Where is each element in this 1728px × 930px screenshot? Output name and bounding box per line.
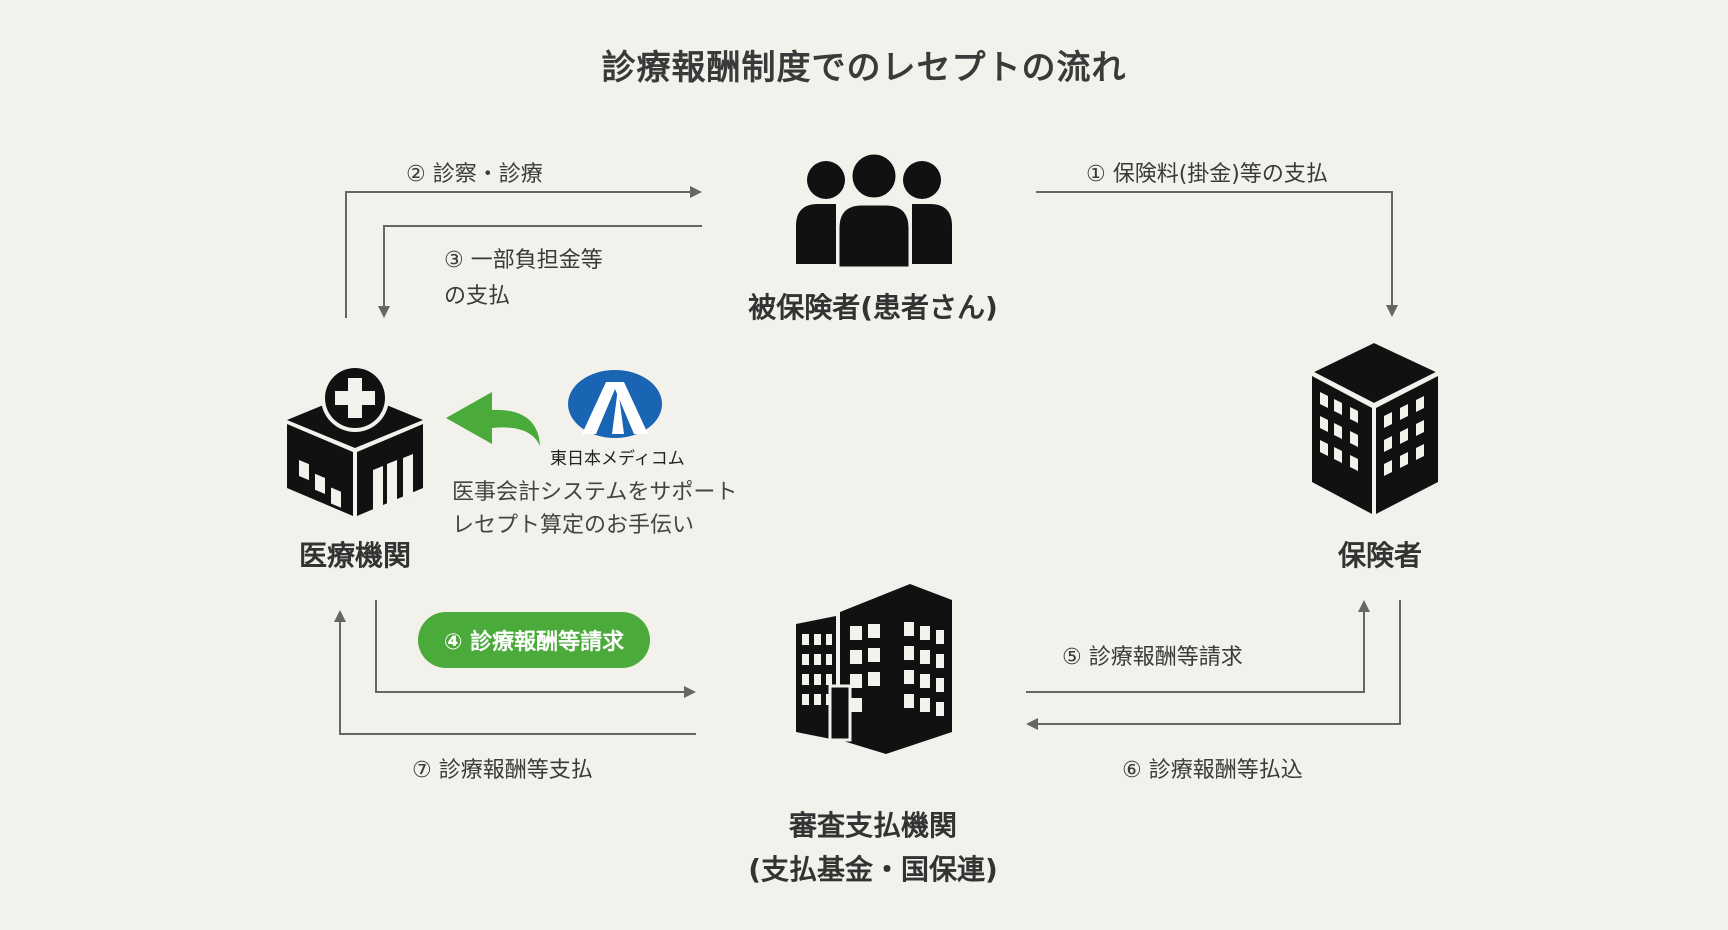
- curved-arrow-icon: [446, 392, 540, 446]
- flow-7-line: [334, 610, 696, 735]
- page-title: 診療報酬制度でのレセプトの流れ: [601, 48, 1127, 88]
- flow-5-label: ⑤ 診療報酬等請求: [1062, 645, 1243, 670]
- flow-4-badge: ④ 診療報酬等請求: [418, 612, 650, 668]
- flow-3-line: [378, 225, 702, 318]
- support-text-line1: 医事会計システムをサポート: [452, 480, 738, 505]
- people-group-icon: [796, 152, 952, 268]
- flow-3-label-line2: の支払: [444, 284, 511, 309]
- flow-2-line: [345, 186, 702, 318]
- review-label-line2: (支払基金・国保連): [748, 853, 998, 886]
- medical-label: 医療機関: [298, 539, 411, 572]
- support-text-line2: レセプト算定のお手伝い: [452, 513, 695, 538]
- company-name: 東日本メディコム: [550, 449, 685, 469]
- insurer-label: 保険者: [1337, 539, 1422, 572]
- buildings-icon: [796, 584, 952, 754]
- insured-label: 被保険者(患者さん): [748, 291, 998, 324]
- flow-5-line: [1026, 600, 1370, 693]
- flow-3-label-line1: ③ 一部負担金等: [444, 248, 603, 273]
- flow-1-label: ① 保険料(掛金)等の支払: [1086, 162, 1328, 187]
- flow-2-label: ② 診察・診療: [406, 162, 543, 187]
- hospital-icon: [287, 364, 423, 516]
- flow-6-line: [1026, 600, 1401, 730]
- flow-7-label: ⑦ 診療報酬等支払: [412, 758, 593, 783]
- flow-6-label: ⑥ 診療報酬等払込: [1122, 758, 1303, 783]
- flow-4-line: [375, 600, 696, 698]
- office-building-icon: [1310, 340, 1440, 514]
- review-label-line1: 審査支払機関: [788, 809, 957, 842]
- flow-1-line: [1036, 191, 1398, 317]
- medicom-logo: [568, 370, 662, 438]
